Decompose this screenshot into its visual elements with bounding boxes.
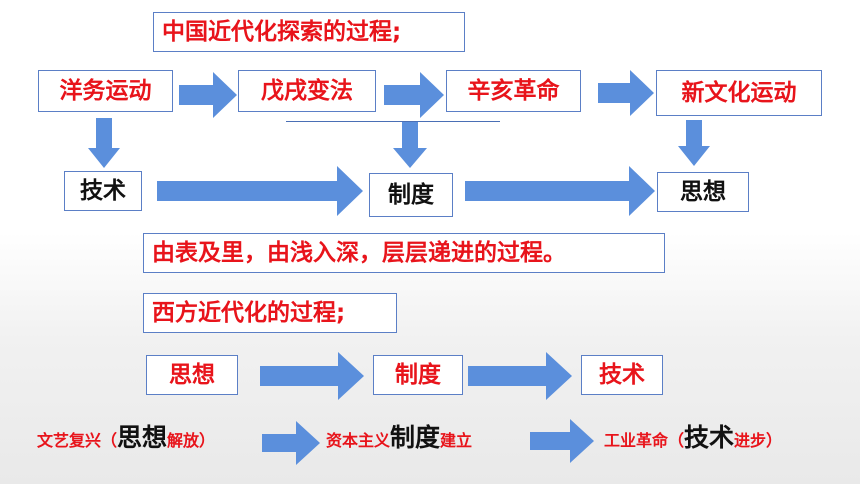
capitalism-text: 资本主义 制度 建立	[326, 423, 473, 452]
arrow-right-3	[598, 70, 654, 116]
box-thought: 思想	[657, 172, 749, 212]
box-yangwu: 洋务运动	[38, 70, 173, 112]
arrow-right-1	[179, 72, 237, 118]
box-system: 制度	[369, 173, 453, 217]
box-new-culture: 新文化运动	[656, 70, 822, 116]
bracket-line	[286, 121, 500, 122]
arrow-down-2	[393, 122, 427, 168]
bottom-arrow-2	[530, 419, 594, 463]
summary-box: 由表及里，由浅入深，层层递进的过程。	[143, 233, 665, 273]
west-box-technology: 技术	[581, 355, 663, 395]
arrow-down-1	[88, 118, 120, 168]
industrial-text: 工业革命（ 技术 进步）	[604, 423, 783, 452]
arrow-right-2	[384, 72, 444, 118]
west-arrow-1	[260, 352, 364, 400]
west-arrow-2	[468, 352, 572, 400]
arrow-down-3	[678, 120, 710, 166]
west-box-thought: 思想	[146, 355, 238, 395]
bottom-arrow-1	[262, 421, 320, 465]
west-box-system: 制度	[373, 355, 463, 395]
arrow-long-1	[157, 166, 363, 216]
china-title-text: 中国近代化探索的过程;	[162, 18, 402, 45]
china-title: 中国近代化探索的过程;	[153, 12, 465, 52]
west-title: 西方近代化的过程;	[143, 293, 397, 333]
box-technology: 技术	[64, 171, 142, 211]
box-xinhai: 辛亥革命	[446, 70, 581, 112]
box-wuxu: 戊戌变法	[238, 70, 376, 112]
arrow-long-2	[465, 166, 655, 216]
renaissance-text: 文艺复兴（ 思想 解放）	[37, 423, 216, 452]
